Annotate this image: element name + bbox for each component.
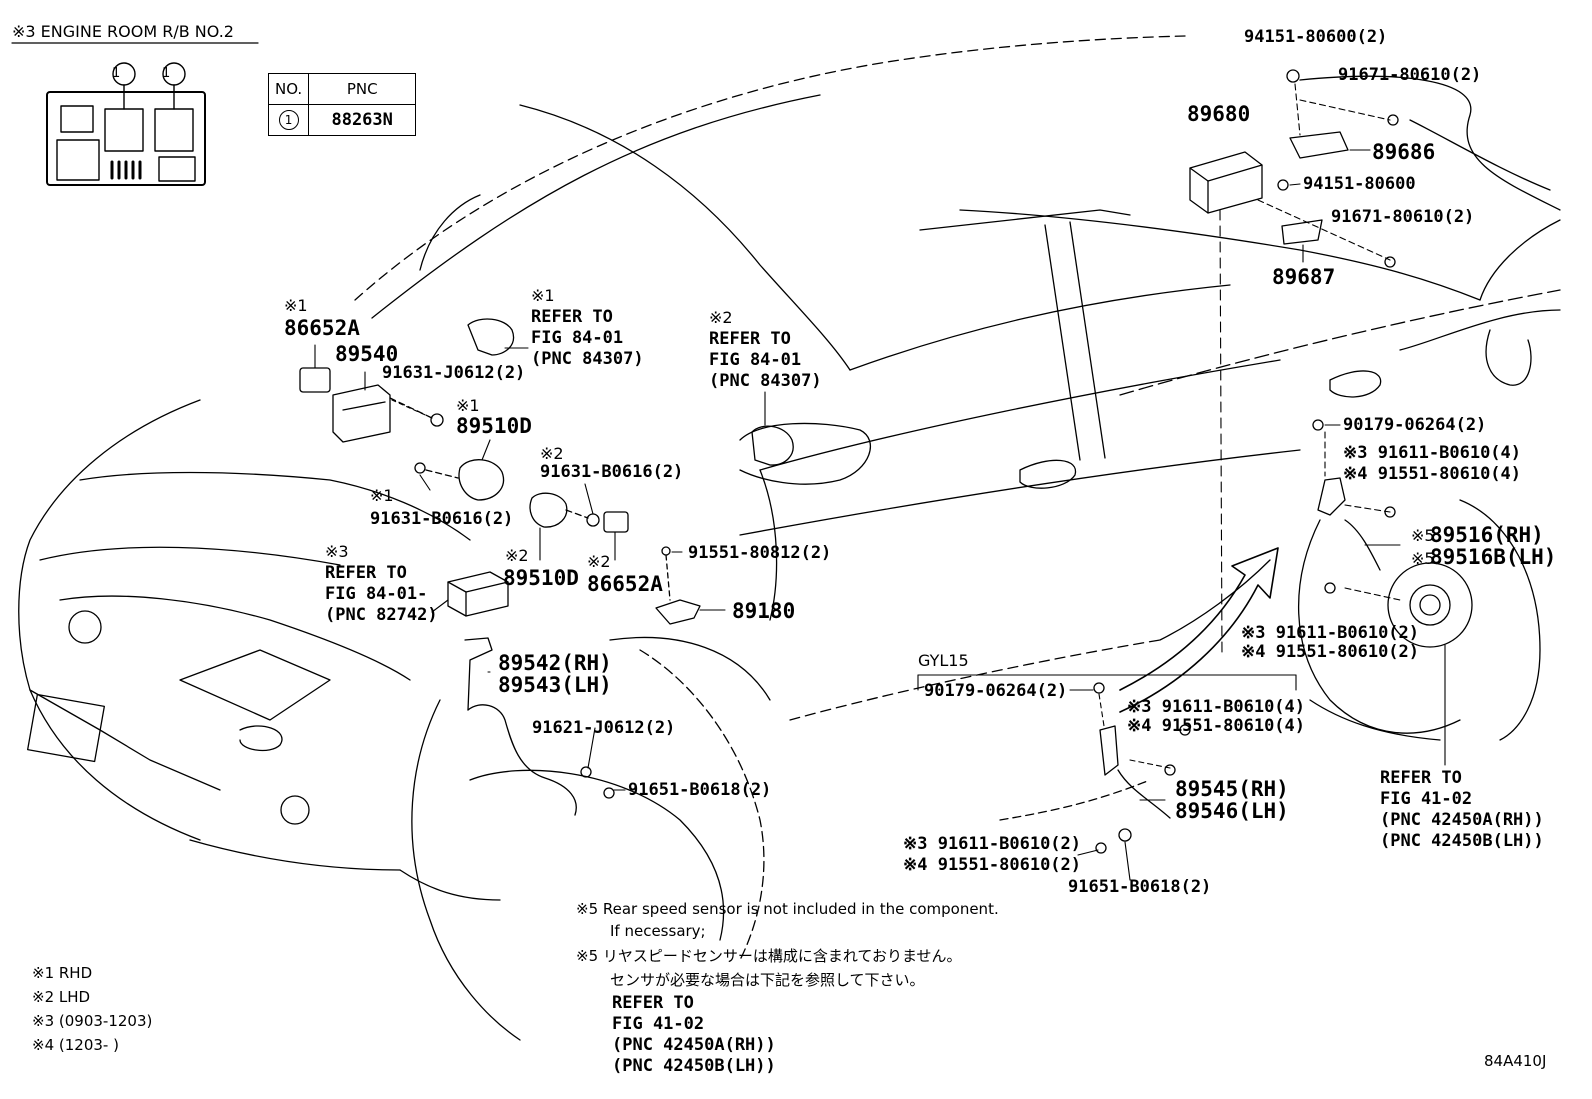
part-89516-mark: ※5	[1411, 526, 1435, 545]
part-91611-mid-b: ※3 91611-B0610(2)	[903, 834, 1082, 854]
part-89546: 89546(LH)	[1175, 799, 1289, 823]
part-89510D-rhd: 89510D	[456, 414, 532, 438]
ref-41-02-right: REFER TO FIG 41-02 (PNC 42450A(RH)) (PNC…	[1380, 768, 1544, 851]
part-89516: 89516(RH)	[1430, 523, 1544, 547]
part-91651-B0618-front: 91651-B0618(2)	[628, 780, 772, 800]
part-91611-rear-b: ※3 91611-B0610(2)	[1241, 623, 1420, 643]
part-89510D-lhd: 89510D	[503, 566, 579, 590]
pnc-table-header-pnc: PNC	[308, 73, 417, 105]
part-89543: 89543(LH)	[498, 673, 612, 697]
part-86652A-rhd-mark: ※1	[284, 296, 308, 315]
part-91651-B0618-mid: 91651-B0618(2)	[1068, 877, 1212, 897]
part-91631-J0612: 91631-J0612(2)	[382, 363, 526, 383]
part-90179-mid: 90179-06264(2)	[924, 681, 1068, 701]
part-91631-B0616-lhd: 91631-B0616(2)	[540, 462, 684, 482]
legend-date-2: ※4 (1203- )	[32, 1036, 119, 1054]
legend-date-1: ※3 (0903-1203)	[32, 1012, 153, 1030]
part-91551-rear-b: ※4 91551-80610(2)	[1241, 642, 1420, 662]
part-94151-80600: 94151-80600	[1303, 174, 1416, 194]
figure-code: 84A410J	[1484, 1052, 1547, 1070]
part-91631-B0616-rhd-mark: ※1	[370, 486, 394, 505]
legend-rhd: ※1 RHD	[32, 964, 93, 982]
part-89510D-lhd-mark: ※2	[505, 546, 529, 565]
part-91611-rear-a: ※3 91611-B0610(4)	[1343, 443, 1522, 463]
label-gyl15: GYL15	[918, 651, 969, 670]
part-89540: 89540	[335, 342, 399, 366]
note-en-line2: If necessary;	[610, 922, 706, 940]
part-89516B: 89516B(LH)	[1430, 545, 1557, 569]
part-91551-rear-a: ※4 91551-80610(4)	[1343, 464, 1522, 484]
part-91621-J0612: 91621-J0612(2)	[532, 718, 676, 738]
part-91551-80812: 91551-80812(2)	[688, 543, 832, 563]
part-89516B-mark: ※5	[1411, 549, 1435, 568]
part-86652A-lhd: 86652A	[587, 572, 663, 596]
ref-82742: ※3 REFER TO FIG 84-01- (PNC 82742)	[325, 542, 438, 625]
pnc-table-header-no: NO.	[267, 73, 310, 105]
leader-lines	[314, 83, 1446, 881]
part-91671-80610-a: 91671-80610(2)	[1338, 65, 1482, 85]
pnc-table: NO. PNC 1 88263N	[267, 73, 417, 136]
relay-callout-2: 1	[162, 66, 171, 81]
part-86652A-rhd: 86652A	[284, 316, 360, 340]
part-91631-B0616-lhd-mark: ※2	[540, 444, 564, 463]
part-91611-mid-a: ※3 91611-B0610(4)	[1127, 697, 1306, 717]
part-89180: 89180	[732, 599, 796, 623]
ref-84307-rhd: ※1 REFER TO FIG 84-01 (PNC 84307)	[531, 286, 644, 369]
part-89686: 89686	[1372, 140, 1436, 164]
part-89687: 89687	[1272, 265, 1336, 289]
part-86652A-lhd-mark: ※2	[587, 552, 611, 571]
relay-box-title: ※3 ENGINE ROOM R/B NO.2	[12, 22, 234, 41]
part-91631-B0616-rhd: 91631-B0616(2)	[370, 509, 514, 529]
pnc-table-cell-no: 1	[267, 104, 310, 136]
part-89542: 89542(RH)	[498, 651, 612, 675]
direction-arrow	[1119, 547, 1279, 713]
part-91551-mid-a: ※4 91551-80610(4)	[1127, 716, 1306, 736]
note-jp-line2: センサが必要な場合は下記を参照して下さい。	[610, 971, 925, 989]
legend-lhd: ※2 LHD	[32, 988, 91, 1006]
part-94151-80600-2: 94151-80600(2)	[1244, 27, 1388, 47]
part-91551-mid-b: ※4 91551-80610(2)	[903, 855, 1082, 875]
part-89680: 89680	[1187, 102, 1251, 126]
note-jp-line1: ※5 リヤスピードセンサーは構成に含まれておりません。	[576, 947, 962, 965]
car-body	[18, 35, 1561, 1041]
note-en-line1: ※5 Rear speed sensor is not included in …	[576, 900, 999, 918]
note-ref-block: REFER TO FIG 41-02 (PNC 42450A(RH)) (PNC…	[612, 993, 776, 1076]
pnc-table-cell-pnc: 88263N	[308, 104, 417, 136]
relay-box-drawing	[46, 62, 206, 186]
ref-84307-lhd: ※2 REFER TO FIG 84-01 (PNC 84307)	[709, 308, 822, 391]
part-89510D-rhd-mark: ※1	[456, 396, 480, 415]
relay-callout-1: 1	[112, 66, 121, 81]
part-91671-80610-b: 91671-80610(2)	[1331, 207, 1475, 227]
part-89545: 89545(RH)	[1175, 777, 1289, 801]
part-90179-rear: 90179-06264(2)	[1343, 415, 1487, 435]
